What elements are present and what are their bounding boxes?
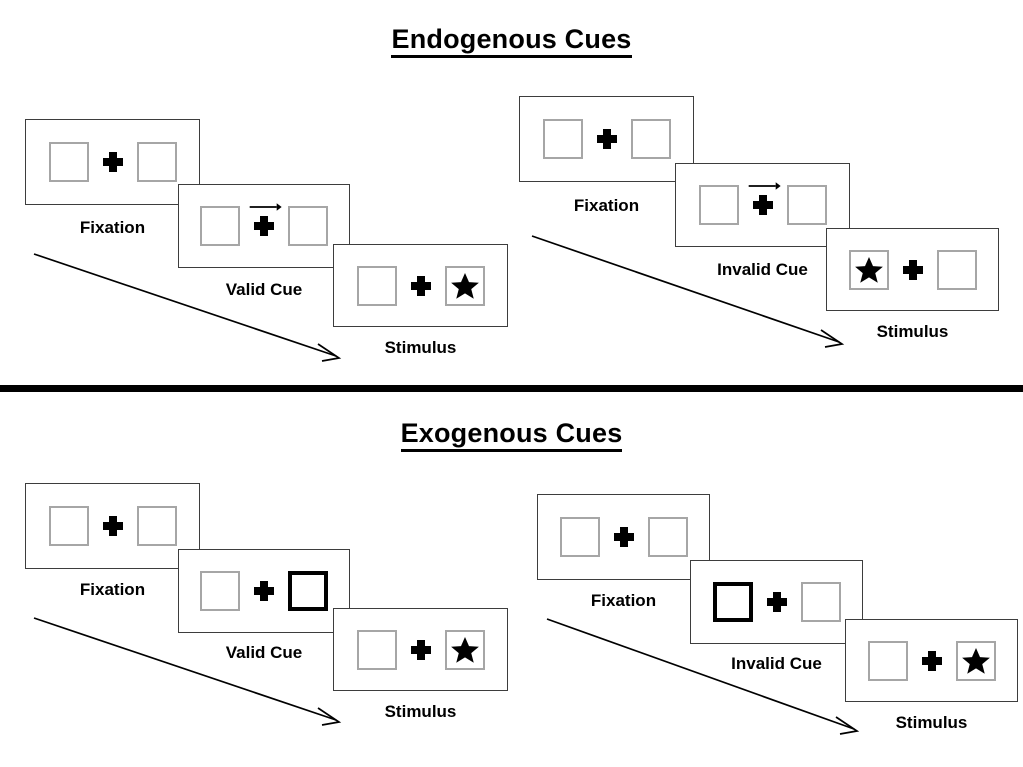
frame-caption-cue: Invalid Cue bbox=[731, 654, 822, 673]
placeholder-box-right bbox=[800, 582, 841, 622]
placeholder-box-left bbox=[200, 571, 240, 611]
cue-box-right bbox=[288, 571, 328, 611]
section-title-endogenous-text: Endogenous Cues bbox=[391, 24, 632, 58]
fixation-cross bbox=[583, 116, 631, 162]
frame-caption-fixation: Fixation bbox=[79, 580, 146, 599]
frame-stimulus bbox=[333, 608, 508, 691]
star-icon bbox=[961, 647, 990, 674]
frame-caption-fixation: Fixation bbox=[573, 196, 640, 215]
placeholder-box-right bbox=[955, 640, 996, 681]
cue-box-left bbox=[712, 582, 753, 622]
frame-content bbox=[538, 495, 709, 579]
plus-icon-vertical bbox=[908, 259, 917, 280]
placeholder-box-right bbox=[786, 185, 827, 225]
fixation-cross bbox=[397, 263, 445, 309]
frame-content bbox=[179, 185, 349, 267]
frame-caption-stimulus: Stimulus bbox=[384, 702, 457, 721]
section-title-exogenous: Exogenous Cues bbox=[0, 418, 1023, 452]
section-title-endogenous: Endogenous Cues bbox=[0, 24, 1023, 58]
frame-caption-cue: Invalid Cue bbox=[717, 260, 808, 279]
placeholder-box-left bbox=[356, 629, 397, 670]
frame-content bbox=[846, 620, 1017, 701]
placeholder-box-left bbox=[559, 517, 600, 557]
frame-content bbox=[334, 245, 507, 326]
frame-caption-cue: Valid Cue bbox=[225, 280, 303, 299]
placeholder-box-right bbox=[630, 119, 671, 159]
star-icon bbox=[450, 636, 479, 663]
frame-caption-stimulus: Stimulus bbox=[384, 338, 457, 357]
placeholder-box-right bbox=[936, 249, 977, 290]
frame-fixation bbox=[25, 119, 200, 205]
placeholder-box-left bbox=[867, 640, 908, 681]
placeholder-box-right bbox=[136, 142, 177, 182]
placeholder-box-left bbox=[848, 249, 889, 290]
star-icon bbox=[854, 256, 883, 283]
arrow-right-icon bbox=[748, 182, 781, 190]
fixation-cross bbox=[889, 247, 937, 293]
section-divider bbox=[0, 385, 1023, 392]
frame-stimulus bbox=[333, 244, 508, 327]
fixation-cross bbox=[908, 638, 956, 684]
section-title-exogenous-text: Exogenous Cues bbox=[400, 418, 623, 452]
star-icon bbox=[450, 272, 479, 299]
plus-icon-vertical bbox=[260, 216, 268, 236]
fixation-cross bbox=[753, 579, 801, 625]
frame-content bbox=[827, 229, 998, 310]
fixation-cross bbox=[89, 503, 137, 549]
frame-caption-stimulus: Stimulus bbox=[895, 713, 968, 732]
frame-caption-fixation: Fixation bbox=[79, 218, 146, 237]
placeholder-box-left bbox=[48, 506, 89, 546]
frame-cue bbox=[675, 163, 850, 247]
placeholder-box-left bbox=[48, 142, 89, 182]
plus-icon-vertical bbox=[758, 195, 767, 215]
placeholder-box-left bbox=[698, 185, 739, 225]
fixation-cross bbox=[89, 139, 137, 185]
placeholder-box-right bbox=[288, 206, 328, 246]
time-arrow-icon bbox=[33, 617, 342, 726]
frame-stimulus bbox=[845, 619, 1018, 702]
frame-content bbox=[520, 97, 693, 181]
placeholder-box-left bbox=[200, 206, 240, 246]
arrow-right-icon bbox=[249, 203, 282, 211]
frame-fixation bbox=[519, 96, 694, 182]
frame-content bbox=[26, 120, 199, 204]
time-arrow-icon bbox=[531, 235, 845, 348]
frame-fixation bbox=[537, 494, 710, 580]
frame-content bbox=[691, 561, 862, 643]
frame-cue bbox=[178, 549, 350, 633]
placeholder-box-right bbox=[444, 629, 485, 670]
frame-caption-stimulus: Stimulus bbox=[876, 322, 949, 341]
placeholder-box-right bbox=[136, 506, 177, 546]
plus-icon-vertical bbox=[260, 581, 268, 601]
plus-icon-vertical bbox=[772, 592, 781, 612]
fixation-cross bbox=[240, 568, 288, 614]
frame-content bbox=[676, 164, 849, 246]
plus-icon-vertical bbox=[927, 650, 936, 671]
plus-icon-vertical bbox=[619, 527, 628, 547]
placeholder-box-left bbox=[542, 119, 583, 159]
placeholder-box-left bbox=[356, 265, 397, 306]
placeholder-box-right bbox=[647, 517, 688, 557]
frame-cue bbox=[178, 184, 350, 268]
plus-icon-vertical bbox=[108, 152, 117, 172]
time-arrow-icon bbox=[546, 618, 860, 735]
plus-icon-vertical bbox=[602, 129, 611, 149]
frame-content bbox=[334, 609, 507, 690]
frame-content bbox=[179, 550, 349, 632]
placeholder-box-right bbox=[444, 265, 485, 306]
plus-icon-vertical bbox=[416, 639, 425, 660]
fixation-cross bbox=[240, 203, 288, 249]
fixation-cross bbox=[600, 514, 648, 560]
frame-stimulus bbox=[826, 228, 999, 311]
fixation-cross bbox=[739, 182, 787, 228]
frame-caption-fixation: Fixation bbox=[590, 591, 657, 610]
frame-caption-cue: Valid Cue bbox=[225, 643, 303, 662]
frame-cue bbox=[690, 560, 863, 644]
plus-icon-vertical bbox=[108, 516, 117, 536]
fixation-cross bbox=[397, 627, 445, 673]
plus-icon-vertical bbox=[416, 275, 425, 296]
frame-content bbox=[26, 484, 199, 568]
frame-fixation bbox=[25, 483, 200, 569]
time-arrow-icon bbox=[33, 253, 342, 362]
